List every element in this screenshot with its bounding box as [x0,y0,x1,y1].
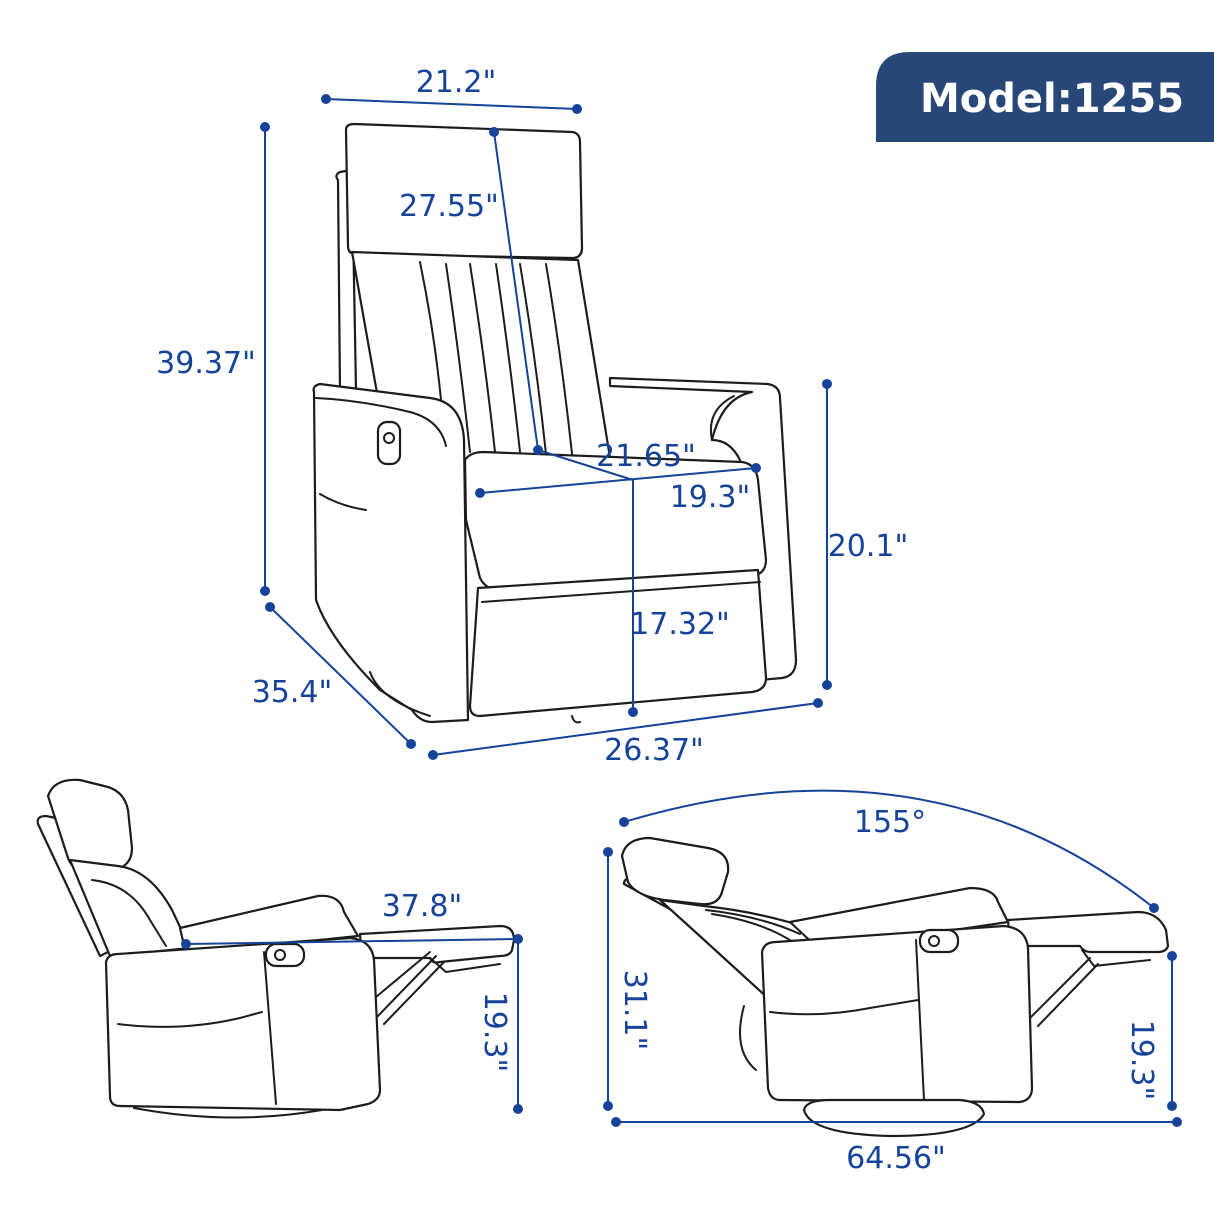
side-view-partial-dimensions: 37.8" 19.3" [181,889,523,1114]
label-height-total: 39.37" [156,346,256,381]
label-width-base: 26.37" [604,733,704,768]
label-depth: 35.4" [252,675,333,710]
label-partial-footrest: 19.3" [477,992,512,1073]
dim-line-depth [269,606,412,745]
label-arm-height: 20.1" [828,529,909,564]
label-partial-length: 37.8" [382,889,463,924]
model-badge-label: Model:1255 [920,76,1184,122]
side-view-full-dimensions: 155° 31.1" 19.3" 64.56" [603,789,1182,1176]
front-view-dimensions: 21.2" 39.37" 27.55" 21.65" 19.3" 17.32" … [156,65,908,768]
side-view-full-chair [620,836,1170,1138]
label-backrest: 27.55" [399,189,499,224]
dim-line-seat-width [479,467,757,494]
label-full-footrest: 19.3" [1124,1020,1159,1101]
dim-line-partial-length [185,938,519,945]
label-full-length: 64.56" [846,1141,946,1176]
model-badge-background [876,52,1214,142]
label-width-top: 21.2" [416,65,497,100]
label-angle: 155° [854,805,926,840]
dim-line-seat-depth [537,449,634,481]
dim-line-backrest [493,131,539,451]
label-seat-width: 19.3" [670,480,751,515]
model-badge: Model:1255 [876,52,1214,142]
front-view-chair [312,122,798,724]
dim-line-width-base [432,702,819,756]
dim-arc-angle [623,789,1155,909]
label-seat-height: 17.32" [630,607,730,642]
label-seat-depth: 21.65" [596,439,696,474]
label-full-height: 31.1" [617,970,652,1051]
dim-line-width-top [325,98,578,110]
side-view-partial-chair [36,778,516,1119]
